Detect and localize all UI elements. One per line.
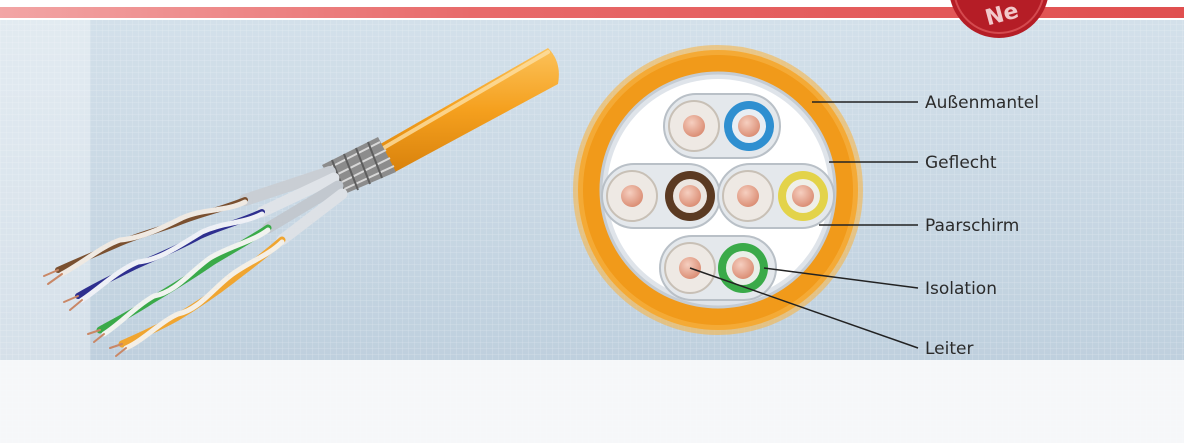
conductor <box>732 257 754 279</box>
conductor <box>683 115 705 137</box>
pair-bottom <box>660 236 776 300</box>
conductor <box>679 185 701 207</box>
pair-left <box>602 164 720 228</box>
label-conductor: Leiter <box>925 339 973 359</box>
label-pair-shield: Paarschirm <box>925 216 1019 236</box>
label-insulation: Isolation <box>925 279 997 299</box>
label-outer-jacket: Außenmantel <box>925 93 1039 113</box>
conductor <box>737 185 759 207</box>
label-braid: Geflecht <box>925 153 997 173</box>
pair-right <box>718 164 834 228</box>
conductor <box>738 115 760 137</box>
conductor <box>792 185 814 207</box>
conductor <box>621 185 643 207</box>
cross-section <box>578 50 858 330</box>
pair-top <box>664 94 780 158</box>
